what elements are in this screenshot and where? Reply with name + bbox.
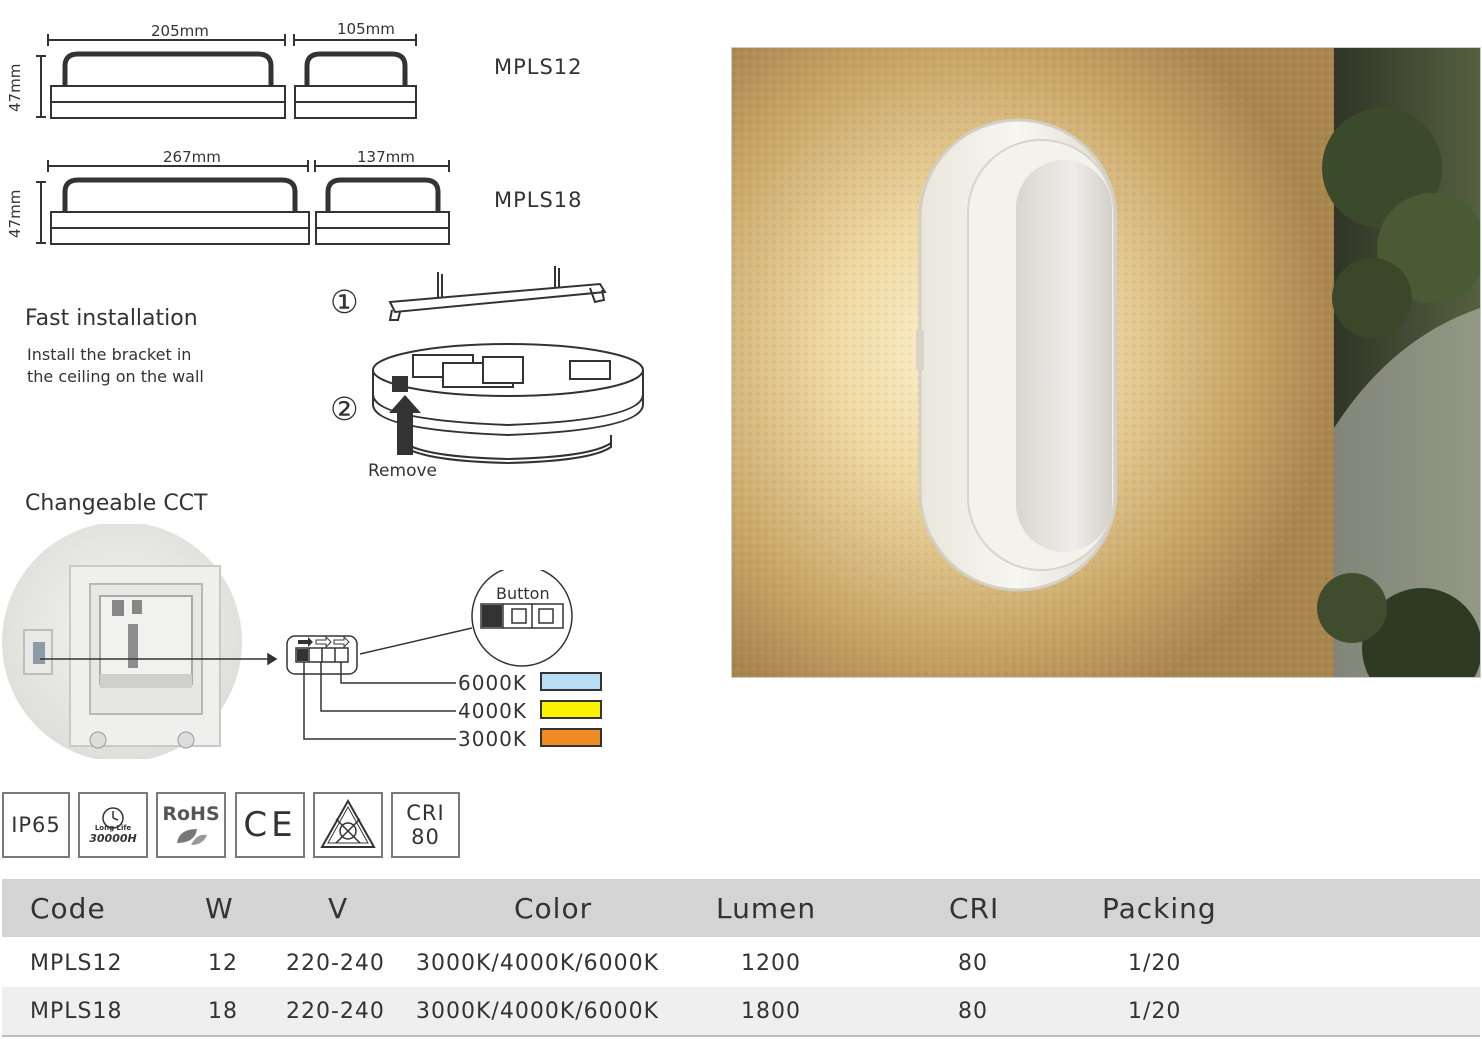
mpls12-height-label: 47mm bbox=[6, 63, 24, 112]
cct-4000k-swatch bbox=[540, 700, 602, 719]
leaf-icon bbox=[177, 829, 207, 845]
th-color: Color bbox=[514, 892, 593, 925]
row1-packing: 1/20 bbox=[1128, 951, 1182, 976]
th-packing: Packing bbox=[1102, 892, 1217, 925]
long-life-icon bbox=[102, 806, 124, 829]
th-w: W bbox=[205, 892, 234, 925]
no-dimmer-badge bbox=[313, 792, 383, 858]
row2-lumen: 1800 bbox=[741, 999, 801, 1024]
cri-badge-title: CRI bbox=[406, 801, 445, 825]
ip65-text: IP65 bbox=[11, 813, 61, 837]
long-life-label: Long Life bbox=[94, 823, 132, 832]
cct-3000k-swatch bbox=[540, 728, 602, 747]
table-row bbox=[2, 939, 1480, 987]
th-cri: CRI bbox=[949, 892, 1000, 925]
cct-6000k-label: 6000K bbox=[458, 671, 528, 695]
remove-label: Remove bbox=[368, 461, 437, 481]
installation-description: Install the bracket in the ceiling on th… bbox=[27, 345, 204, 386]
dimension-drawing-mpls18 bbox=[36, 160, 450, 245]
row1-v: 220-240 bbox=[286, 951, 385, 976]
mpls18-length-label: 267mm bbox=[163, 148, 221, 166]
long-life-badge: Long Life 30000H bbox=[78, 792, 148, 858]
step-1-marker: ① bbox=[330, 283, 359, 321]
row2-packing: 1/20 bbox=[1128, 999, 1182, 1024]
mpls18-width-label: 137mm bbox=[357, 148, 415, 166]
dimension-drawing-mpls12 bbox=[36, 34, 417, 119]
mpls12-width-label: 105mm bbox=[337, 20, 395, 38]
mpls18-model-label: MPLS18 bbox=[494, 188, 583, 212]
cct-4000k-label: 4000K bbox=[458, 699, 528, 723]
row2-w: 18 bbox=[208, 999, 238, 1024]
cri-badge-value: 80 bbox=[411, 825, 440, 849]
row2-color: 3000K/4000K/6000K bbox=[416, 999, 660, 1024]
row2-code: MPLS18 bbox=[30, 999, 123, 1024]
mpls12-length-label: 205mm bbox=[151, 22, 209, 40]
cri-badge: CRI 80 bbox=[391, 792, 460, 858]
ce-badge: CE bbox=[235, 792, 305, 858]
ip65-badge: IP65 bbox=[2, 792, 70, 858]
row1-w: 12 bbox=[208, 951, 238, 976]
row1-color: 3000K/4000K/6000K bbox=[416, 951, 660, 976]
th-v: V bbox=[328, 892, 349, 925]
fixture-base-illustration bbox=[372, 343, 644, 465]
cct-6000k-swatch bbox=[540, 672, 602, 691]
installation-heading: Fast installation bbox=[25, 306, 198, 331]
rohs-text: RoHS bbox=[162, 803, 220, 825]
th-code: Code bbox=[30, 892, 106, 925]
cct-3000k-label: 3000K bbox=[458, 727, 528, 751]
row1-code: MPLS12 bbox=[30, 951, 123, 976]
mpls12-model-label: MPLS12 bbox=[494, 55, 583, 79]
th-lumen: Lumen bbox=[716, 892, 817, 925]
row1-lumen: 1200 bbox=[741, 951, 801, 976]
row2-v: 220-240 bbox=[286, 999, 385, 1024]
long-life-hours: 30000H bbox=[89, 831, 137, 845]
step-2-marker: ② bbox=[330, 390, 359, 428]
product-photo bbox=[731, 47, 1481, 678]
row2-cri: 80 bbox=[958, 999, 988, 1024]
button-label: Button bbox=[496, 584, 550, 603]
ce-text: CE bbox=[243, 805, 297, 845]
mpls18-height-label: 47mm bbox=[6, 189, 24, 238]
cct-switch-photo bbox=[2, 524, 242, 759]
cct-heading: Changeable CCT bbox=[25, 491, 208, 516]
row1-cri: 80 bbox=[958, 951, 988, 976]
spec-table-header bbox=[2, 879, 1480, 937]
dimmer-warning-icon bbox=[320, 798, 376, 848]
cct-switch-diagram bbox=[40, 570, 573, 740]
table-row bbox=[2, 987, 1480, 1037]
rohs-badge: RoHS bbox=[156, 792, 226, 858]
bracket-illustration bbox=[388, 266, 607, 321]
